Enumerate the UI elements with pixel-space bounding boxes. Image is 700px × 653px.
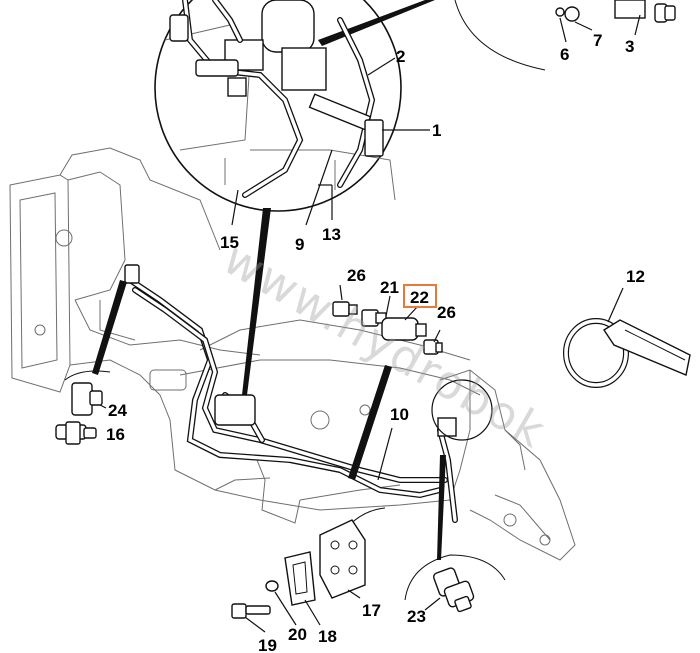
clamp-parts [231, 519, 366, 619]
callout-23[interactable]: 23 [407, 607, 426, 626]
tee-fittings [55, 382, 103, 445]
callout-15[interactable]: 15 [220, 233, 239, 252]
cable-tie [563, 318, 691, 388]
callout-17[interactable]: 17 [362, 601, 381, 620]
callout-18[interactable]: 18 [318, 627, 337, 646]
callout-24[interactable]: 24 [108, 401, 127, 420]
callout-22[interactable]: 22 [410, 288, 429, 307]
leader-lines [99, 14, 641, 633]
callout-6[interactable]: 6 [560, 45, 569, 64]
fitting-23 [432, 567, 475, 613]
callout-12[interactable]: 12 [626, 267, 645, 286]
callout-10[interactable]: 10 [390, 405, 409, 424]
callout-3[interactable]: 3 [625, 37, 634, 56]
callout-22-highlight-box [403, 284, 437, 308]
watermark-text: www.hydrobok [215, 231, 556, 459]
callout-16[interactable]: 16 [106, 425, 125, 444]
connector-assembly [332, 301, 443, 355]
callout-13[interactable]: 13 [322, 225, 341, 244]
callout-20[interactable]: 20 [288, 625, 307, 644]
callout-21[interactable]: 21 [380, 278, 399, 297]
callout-9[interactable]: 9 [295, 235, 304, 254]
callout-19[interactable]: 19 [258, 636, 277, 653]
callout-1[interactable]: 1 [432, 121, 441, 140]
callout-26-lower[interactable]: 26 [437, 303, 456, 322]
callout-labels: 1 2 3 6 7 9 10 12 13 15 16 17 18 19 20 2… [106, 31, 645, 653]
chassis-frame [9, 147, 576, 561]
top-right-detail [454, 0, 676, 71]
callout-2[interactable]: 2 [396, 47, 405, 66]
callout-26-upper[interactable]: 26 [347, 266, 366, 285]
detail-magnifier [154, 0, 435, 395]
callout-7[interactable]: 7 [593, 31, 602, 50]
